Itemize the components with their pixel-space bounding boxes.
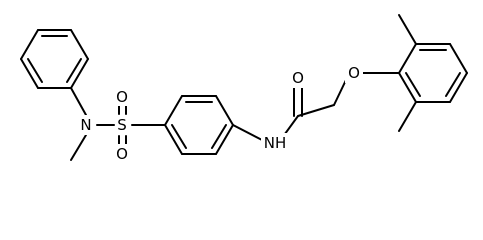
atom-o-ether-bg (345, 63, 363, 83)
bond-ring2-3 (215, 95, 234, 126)
atom-n-amine: N (80, 116, 91, 134)
bond-ring3-inner-3 (405, 72, 421, 97)
bond-ring3-3 (449, 43, 468, 74)
bond-methyl-top (398, 14, 417, 45)
bonds (20, 14, 468, 161)
atom-o-sulfonyl-top: O (116, 88, 128, 106)
atom-o-sulfonyl-bottom: O (116, 145, 128, 163)
bond-ch2-o (333, 79, 347, 106)
bond-ring3-1 (398, 43, 417, 74)
atom-nh-amide-bg (261, 133, 289, 153)
bond-ring2-inner-3 (171, 124, 187, 149)
atom-n-amine-bg (79, 115, 94, 135)
bond-ring2-1 (164, 95, 183, 126)
atom-nh-amide: NH (264, 134, 287, 152)
bond-ring3-inner-2 (445, 72, 461, 97)
bond-phenyl-2 (70, 29, 89, 60)
bond-phenyl-6 (20, 29, 39, 60)
atom-o-ether: O (348, 64, 360, 82)
bond-phenyl-inner-2 (66, 58, 82, 83)
atom-o-carbonyl: O (292, 69, 304, 87)
atom-o-sulfonyl-top-bg (115, 87, 130, 106)
bond-ring-nh (232, 124, 265, 142)
bond-ring2-inner-2 (211, 124, 227, 149)
bond-phenyl-3 (70, 58, 89, 89)
atom-o-sulfonyl-bottom-bg (115, 144, 130, 163)
bond-ring2-6 (164, 124, 183, 155)
bond-phenyl-5 (20, 58, 39, 89)
atom-s-sulfonyl: S (117, 116, 127, 134)
bond-carbonyl-ch2 (297, 104, 335, 117)
chemical-structure-diagram: N S O O NH O O (20, 14, 468, 163)
bond-ring2-4 (215, 124, 234, 155)
bond-ring3-4 (449, 72, 468, 103)
bond-phenyl-n (70, 87, 87, 116)
atom-o-carbonyl-bg (290, 68, 306, 88)
atom-labels: N S O O NH O O (79, 63, 363, 163)
bond-n-methyl (70, 134, 87, 161)
bond-ring3-6 (398, 72, 417, 103)
atom-s-sulfonyl-bg (116, 115, 129, 135)
bond-phenyl-inner-3 (27, 58, 43, 83)
bond-methyl-bottom (398, 101, 417, 132)
